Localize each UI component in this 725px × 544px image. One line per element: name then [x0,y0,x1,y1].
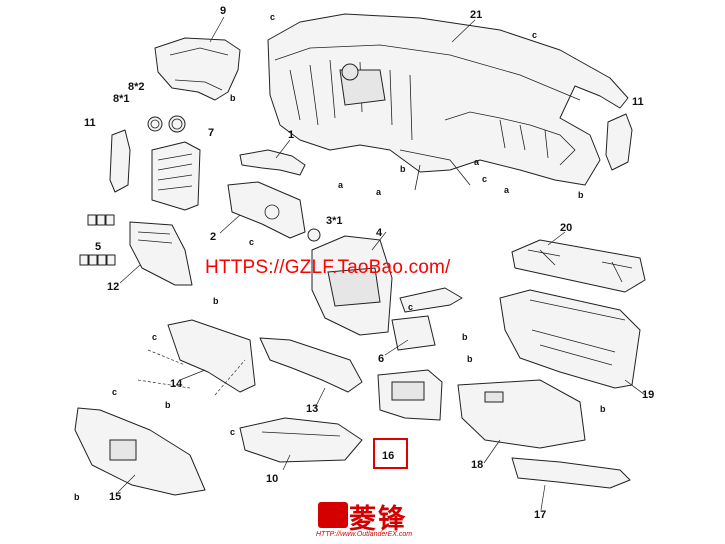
part-5-switches [79,214,116,266]
fastener-b: b [467,354,473,364]
watermark-url: HTTPS://GZLF.TaoBao.com/ [205,257,451,278]
fastener-c: c [230,427,235,437]
part-18-glove-box [457,379,586,449]
label-8-2: 8*2 [128,81,145,93]
label-12: 12 [107,281,119,293]
fastener-b: b [74,492,80,502]
label-18: 18 [471,459,483,471]
fastener-b: b [165,400,171,410]
fastener-a: a [338,180,344,190]
fastener-b: b [213,296,219,306]
label-14: 14 [170,378,183,390]
fastener-b: b [400,164,406,174]
label-2: 2 [210,231,216,243]
part-6-ac-control [391,287,463,351]
part-11-left-side-cover [109,129,131,193]
fastener-b: b [462,332,468,342]
label-5: 5 [95,241,101,253]
part-8-rings [147,115,186,133]
part-11-right-side-cover [605,113,633,171]
fastener-c: c [408,302,413,312]
part-17-bracket [511,457,631,489]
label-1: 1 [288,129,294,141]
part-21-instrument-panel [267,13,629,191]
part-10-duct [239,417,363,463]
logo-text: 菱锋 [349,504,407,535]
part-19-glove-box-frame [499,289,641,389]
label-20: 20 [560,222,572,234]
label-8-1: 8*1 [113,93,130,105]
part-7-vent [151,141,201,211]
label-10: 10 [266,473,278,485]
part-4-center-panel [311,235,393,336]
label-13: 13 [306,403,318,415]
part-9-meter-hood [154,37,241,101]
fastener-c: c [532,30,537,40]
part-1-bezel [239,149,306,176]
part-3-clip [307,228,321,242]
part-12-lower-panel-left [129,221,193,286]
part-14-lower-bracket [137,319,256,396]
label-17: 17 [534,509,546,521]
fastener-c: c [152,332,157,342]
label-7: 7 [208,127,214,139]
label-6: 6 [378,353,384,365]
label-15: 15 [109,491,121,503]
part-2-column-cover [227,181,306,239]
fastener-c: c [482,174,487,184]
label-19: 19 [642,389,654,401]
fastener-a: a [376,187,382,197]
fastener-c: c [112,387,117,397]
label-11-right: 11 [632,96,644,108]
fastener-c: c [249,237,254,247]
part-20-center-vent [511,239,646,293]
label-11-left: 11 [84,117,96,129]
fastener-a: a [474,157,480,167]
label-4: 4 [376,227,383,239]
fastener-b: b [578,190,584,200]
fastener-a: a [504,185,510,195]
part-16-bracket [377,369,443,421]
fastener-c: c [270,12,275,22]
label-3-1: 3*1 [326,215,343,227]
logo-url: HTTP://www.OutlanderEX.com [316,531,413,538]
fastener-b: b [230,93,236,103]
highlight-box-16 [373,438,408,469]
label-21: 21 [470,9,482,21]
fastener-b: b [600,404,606,414]
leader-lines [117,16,646,511]
part-13-lower-cover [259,337,363,393]
label-9: 9 [220,5,226,17]
logo-mark [318,502,348,528]
part-15-lower-panel [74,407,206,496]
label-16: 16 [382,450,394,462]
